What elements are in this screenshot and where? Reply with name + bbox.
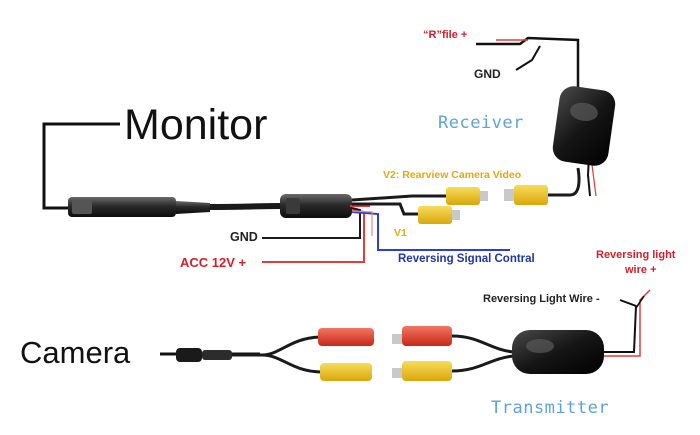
reversing-light-wire-minus <box>604 299 638 353</box>
gnd-label: GND <box>230 230 258 244</box>
reversing-light-wire-plus <box>604 289 651 357</box>
gnd-wire <box>262 207 361 239</box>
reversing-signal-wire <box>351 211 510 251</box>
v2-label: V2: Rearview Camera Video <box>383 169 522 181</box>
camera-red-rca <box>318 328 374 346</box>
camera-label: Camera <box>20 335 131 370</box>
v1-label: V1 <box>394 227 407 239</box>
receiver-rca-plug <box>504 185 548 205</box>
reversing-light-plus-label-2: wire + <box>625 264 657 276</box>
reversing-signal-label: Reversing Signal Contral <box>398 253 535 265</box>
r-file-label: “R”file + <box>423 29 468 41</box>
reversing-light-plus-label-1: Reversing light <box>596 249 676 261</box>
transmitter-label: Transmitter <box>491 398 610 418</box>
camera-plug <box>176 348 232 362</box>
transmitter-red-rca <box>392 326 452 346</box>
transmitter-module <box>512 330 604 374</box>
reversing-light-wire-label: Reversing Light Wire - <box>483 293 600 305</box>
gnd-top-label: GND <box>474 67 501 81</box>
transmitter-yellow-rca <box>392 361 452 381</box>
camera-yellow-rca <box>320 363 372 381</box>
monitor-label: Monitor <box>124 101 268 149</box>
monitor-connector <box>68 197 210 217</box>
main-cable <box>209 203 283 210</box>
v2-rca-connector <box>446 187 488 205</box>
receiver-module <box>552 86 616 166</box>
harness-block <box>280 194 352 218</box>
receiver-label: Receiver <box>438 113 524 133</box>
receiver-gnd-lead <box>476 36 580 92</box>
monitor-lead-line <box>42 122 120 210</box>
v1-rca-connector <box>418 206 460 224</box>
acc-label: ACC 12V + <box>180 255 247 270</box>
